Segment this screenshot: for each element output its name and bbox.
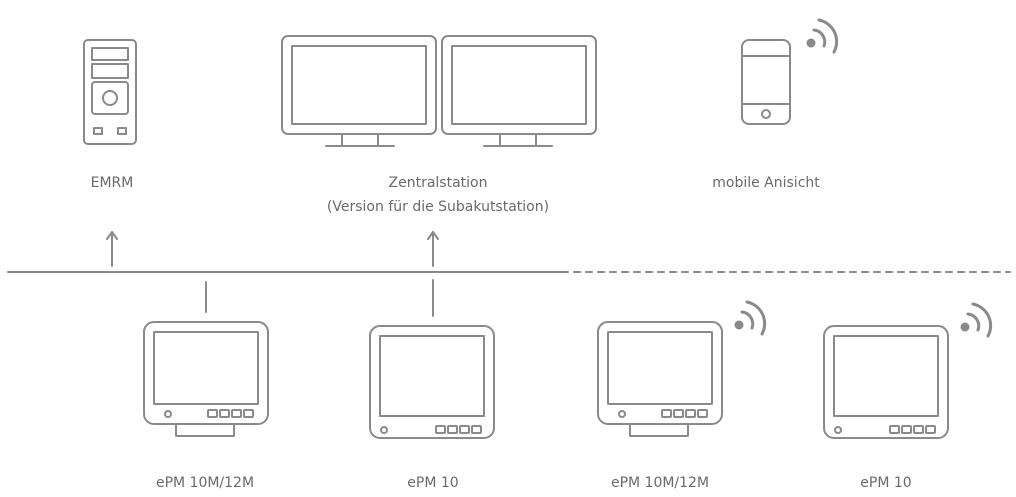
central-station-dual-display-icon [281,35,597,147]
mobile-view-label: mobile Anisicht [712,175,820,191]
monitor-label: ePM 10 [407,475,459,491]
monitor-label: ePM 10M/12M [610,475,710,491]
smartphone-icon [741,39,791,125]
patient-monitor-icon [143,321,269,437]
monitor-wifi-signal-icon [960,302,993,338]
emrm-server-icon [83,39,137,145]
mobile-wifi-signal-icon [806,18,839,54]
central-station-label: Zentralstation [388,175,488,191]
arrow-up-icon [106,231,118,267]
patient-monitor-icon [823,325,949,439]
emrm-label: EMRM [90,175,134,191]
monitor-label: ePM 10M/12M [155,475,255,491]
monitor-wifi-signal-icon [734,300,767,336]
central-station-subtitle: (Version für die Subakutstation) [326,199,550,215]
monitor-label: ePM 10 [860,475,912,491]
arrow-up-icon [427,231,439,267]
patient-monitor-icon [597,321,723,437]
patient-monitor-icon [369,325,495,439]
